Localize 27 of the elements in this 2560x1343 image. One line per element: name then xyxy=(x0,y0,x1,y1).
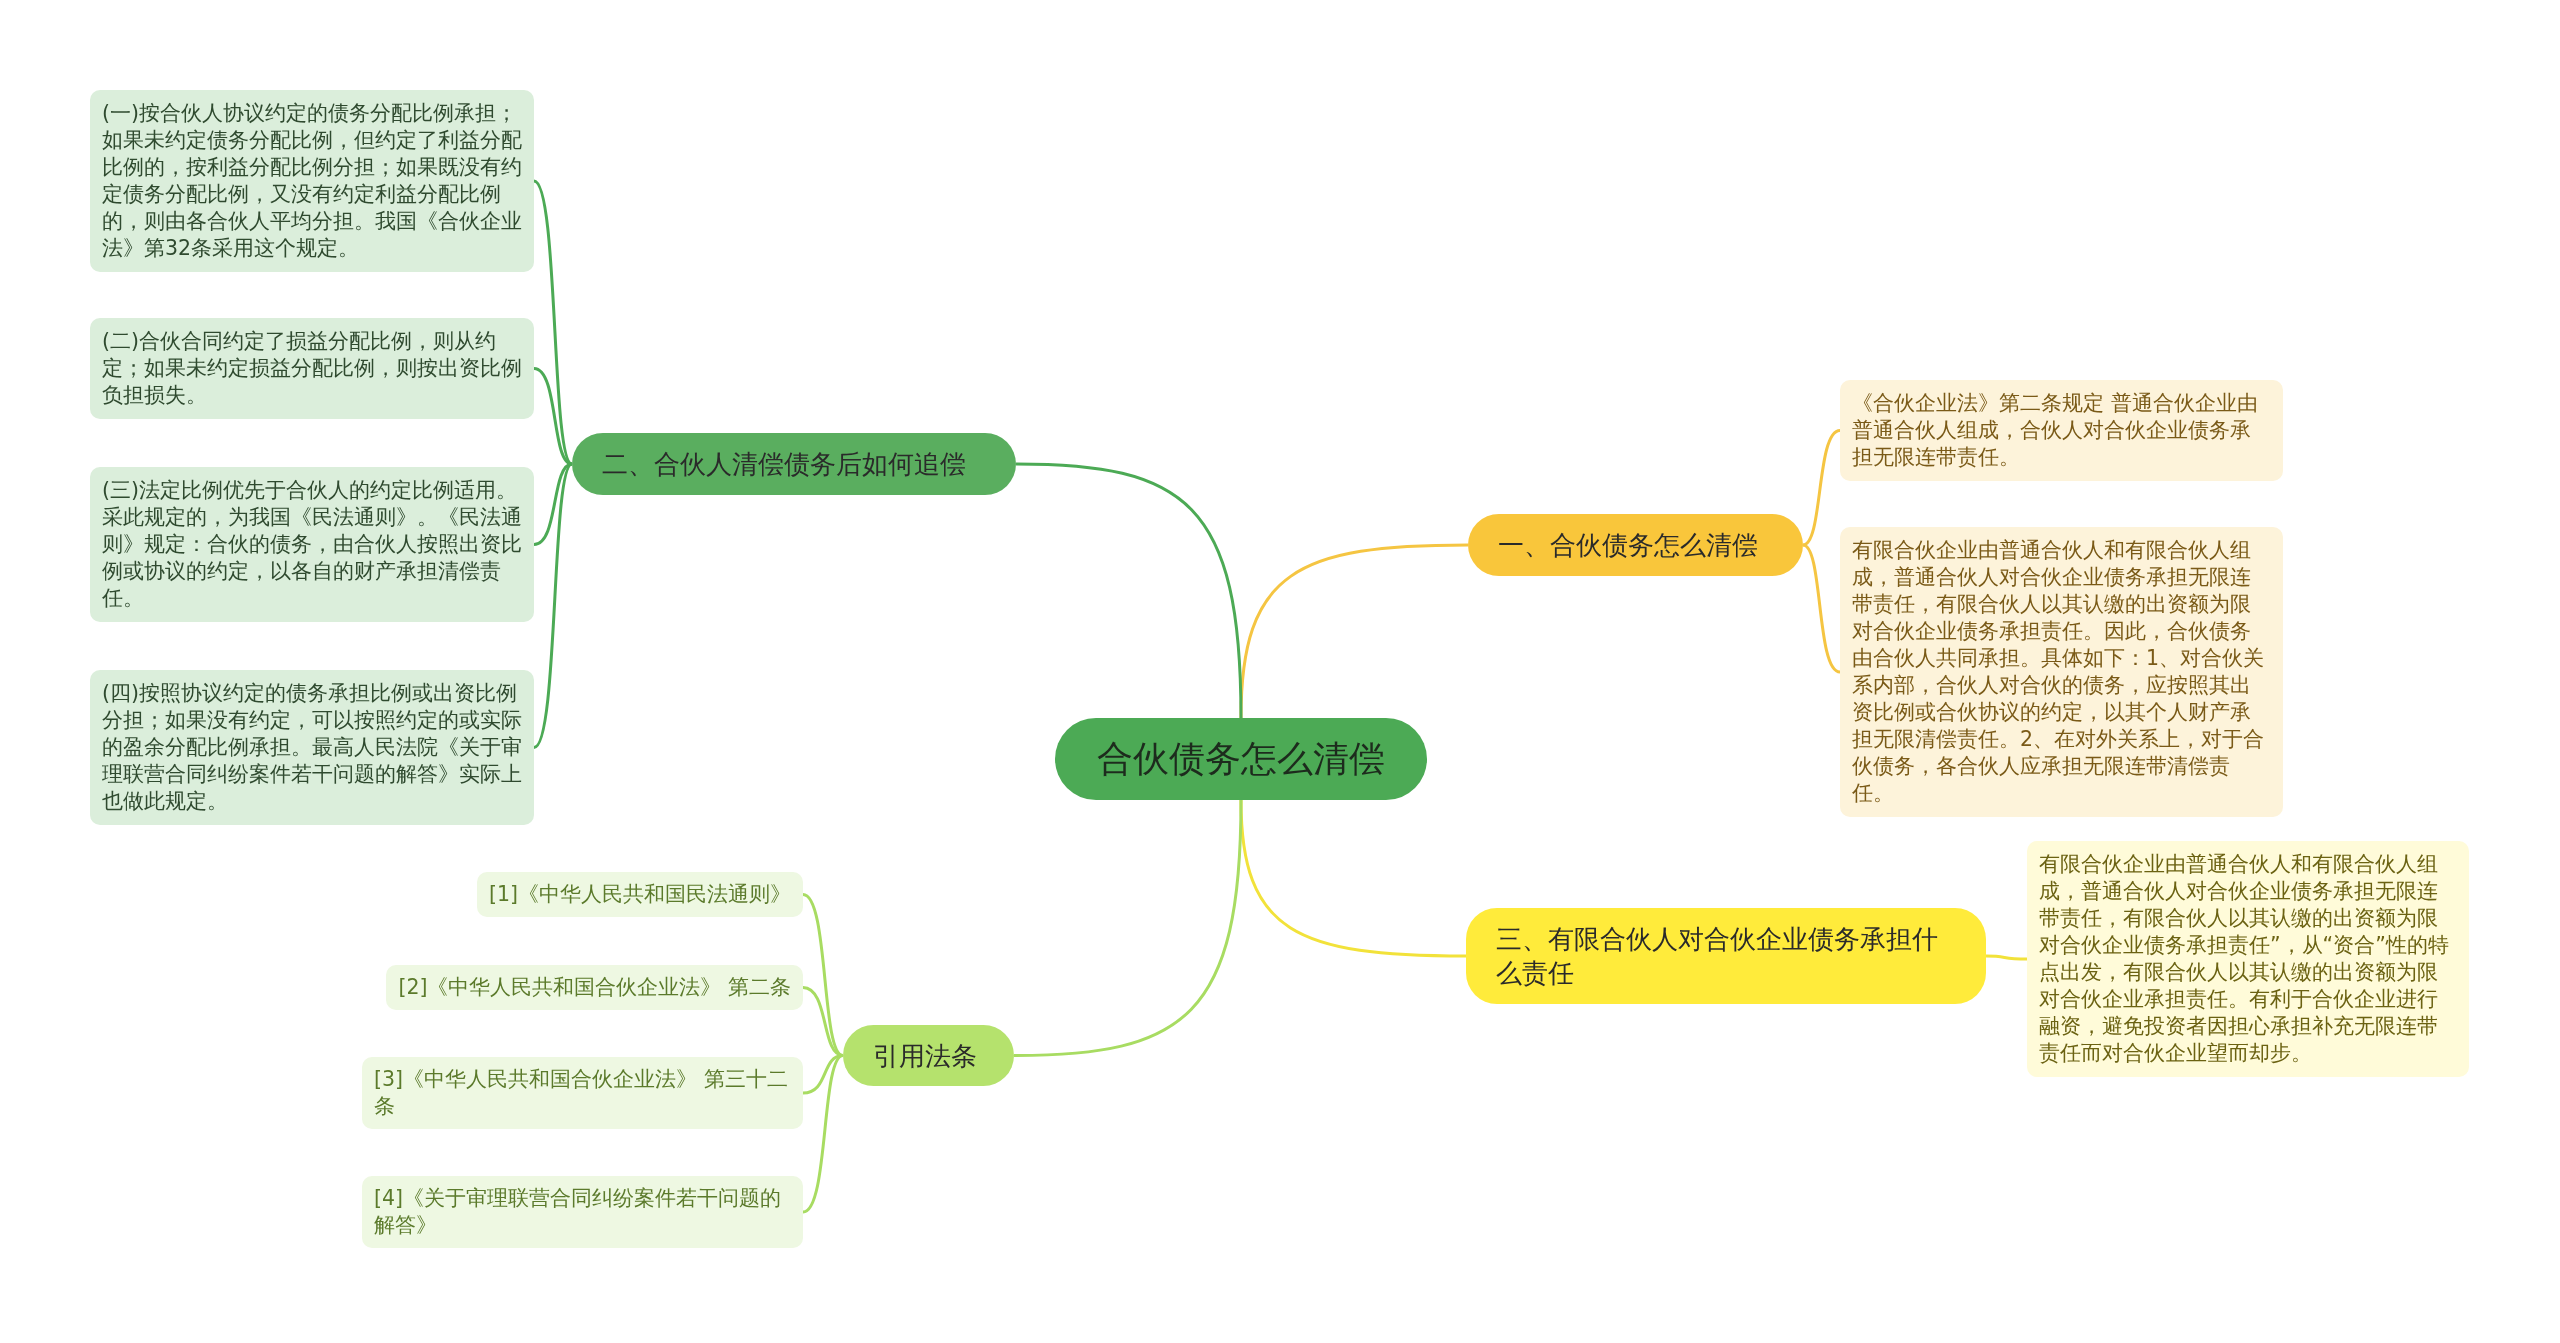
connector-line xyxy=(802,893,844,1057)
topic-box: 三、有限合伙人对合伙企业债务承担什么责任 xyxy=(1466,908,1986,1004)
note-box: 有限合伙企业由普通合伙人和有限合伙人组成，普通合伙人对合伙企业债务承担无限连带责任，有限合伙人以其认缴的出资额为限对合伙企业债务承担责任”，从“资合”性的特点出发，有限合伙人以其认缴的出资额为限对合伙企业承担责任。有利于合伙企业进行融资，避免投资者因担心承担补充无限连带责任而对合伙企业望而却步。 xyxy=(2027,841,2469,1077)
topic-box: 引用法条 xyxy=(843,1025,1014,1086)
note-box: 《合伙企业法》第二条规定 普通合伙企业由普通合伙人组成，合伙人对合伙企业债务承担无限连带责任。 xyxy=(1840,380,2283,481)
reference-box: [1]《中华人民共和国民法通则》 xyxy=(476,872,803,917)
note-box: (二)合伙合同约定了损益分配比例，则从约定；如果未约定损益分配比例，则按出资比例负担损失。 xyxy=(90,318,534,419)
central-topic: 合伙债务怎么清偿 xyxy=(1055,718,1427,800)
note-box: (三)法定比例优先于合伙人的约定比例适用。采此规定的，为我国《民法通则》。《民法通则》规定：合伙的债务，由合伙人按照出资比例或协议的约定，以各自的财产承担清偿责任。 xyxy=(90,467,534,622)
connector-line xyxy=(1239,799,1467,958)
topic-box: 一、合伙债务怎么清偿 xyxy=(1468,514,1803,576)
connector-line xyxy=(1986,954,2027,961)
connector-line xyxy=(532,463,574,749)
topic-box: 二、合伙人清偿债务后如何追偿 xyxy=(572,433,1016,495)
connector-line xyxy=(1802,543,1841,674)
connector-line xyxy=(1802,429,1841,547)
note-box: (四)按照协议约定的债务承担比例或出资比例分担；如果没有约定，可以按照约定的或实际的盈余分配比例承担。最高人民法院《关于审理联营合同纠纷案件若干问题的解答》实际上也做此规定。 xyxy=(90,670,534,825)
connector-line xyxy=(1015,462,1243,719)
connector-line xyxy=(802,1054,844,1214)
connector-line xyxy=(802,1054,844,1095)
note-box: (一)按合伙人协议约定的债务分配比例承担；如果未约定债务分配比例，但约定了利益分配比例的，按利益分配比例分担；如果既没有约定债务分配比例，又没有约定利益分配比例的，则由各合伙人平均分担。我国《合伙企业法》第32条采用这个规定。 xyxy=(90,90,534,272)
reference-box: [4]《关于审理联营合同纠纷案件若干问题的解答》 xyxy=(362,1176,803,1248)
reference-box: [2]《中华人民共和国合伙企业法》 第二条 xyxy=(386,965,803,1010)
connector-line xyxy=(1013,799,1243,1057)
reference-box: [3]《中华人民共和国合伙企业法》 第三十二条 xyxy=(362,1057,803,1129)
note-box: 有限合伙企业由普通合伙人和有限合伙人组成，普通合伙人对合伙企业债务承担无限连带责任，有限合伙人以其认缴的出资额为限对合伙企业债务承担责任。因此，合伙债务由合伙人共同承担。具体如下：1、对合伙关系内部，合伙人对合伙的债务，应按照其出资比例或合伙协议的约定，以其个人财产承担无限清偿责任。2、在对外关系上，对于合伙债务，各合伙人应承担无限连带清偿责任。 xyxy=(1840,527,2283,817)
connector-line xyxy=(1239,543,1469,719)
